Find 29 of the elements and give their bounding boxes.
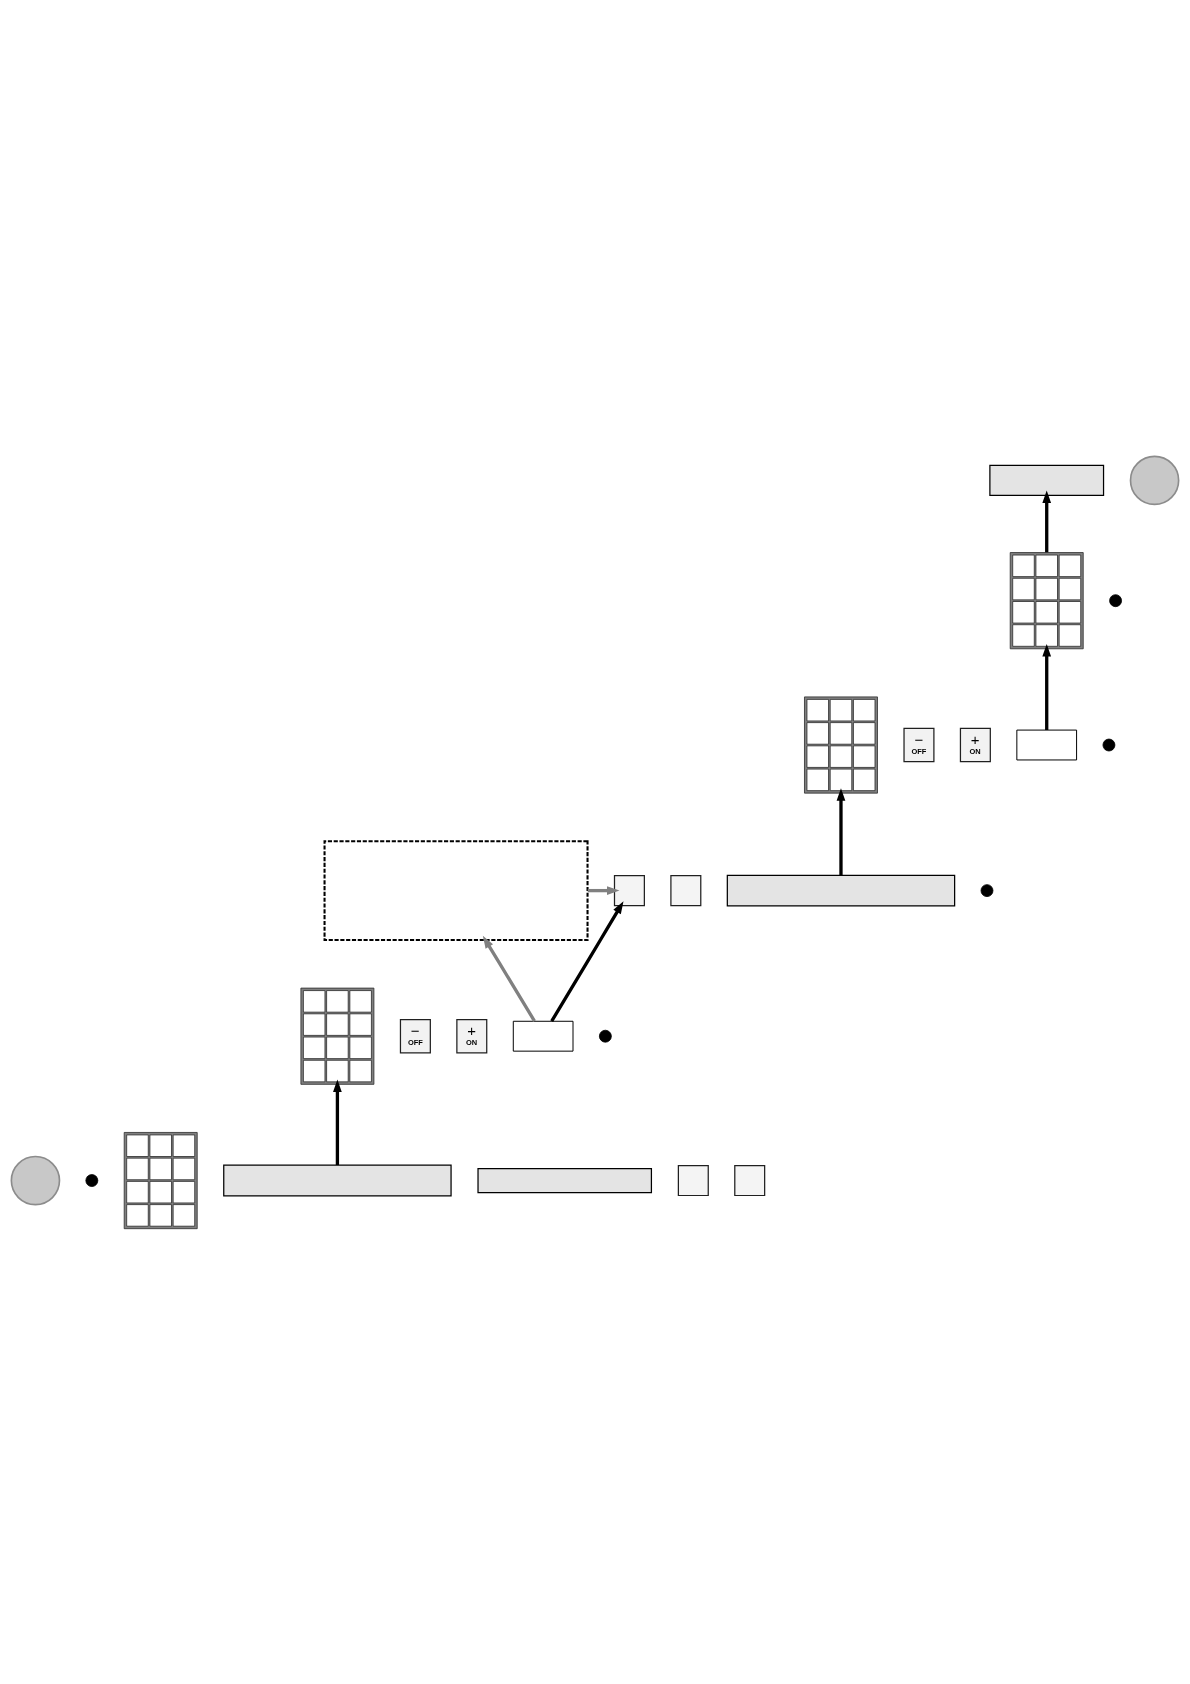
node-box (477, 1167, 653, 1193)
node-button (613, 874, 645, 906)
node-box (989, 464, 1105, 496)
node-dot (1102, 738, 1116, 751)
arrow (482, 935, 536, 1022)
node-box: − OFF (903, 727, 935, 762)
node-circle (1129, 455, 1180, 505)
node-box: − OFF (399, 1018, 431, 1053)
node-tape (512, 1020, 574, 1052)
arrow (836, 787, 846, 875)
arrow (1042, 643, 1052, 730)
arrow (1042, 490, 1052, 552)
node-box: + ON (959, 727, 991, 762)
node-dot (980, 883, 994, 897)
arrow (333, 1078, 342, 1165)
node-circle (10, 1155, 61, 1205)
node-box (223, 1164, 452, 1197)
node-button (670, 874, 702, 906)
node-box (323, 839, 589, 941)
arrow (587, 885, 620, 895)
arrow (550, 900, 624, 1022)
node-box (726, 874, 956, 907)
node-box: + ON (456, 1018, 488, 1053)
node-dot (85, 1173, 99, 1187)
node-dot (599, 1029, 612, 1043)
node-dot (1109, 593, 1122, 607)
node-tape (1016, 729, 1078, 760)
node-button (734, 1164, 766, 1196)
node-button (677, 1164, 709, 1196)
